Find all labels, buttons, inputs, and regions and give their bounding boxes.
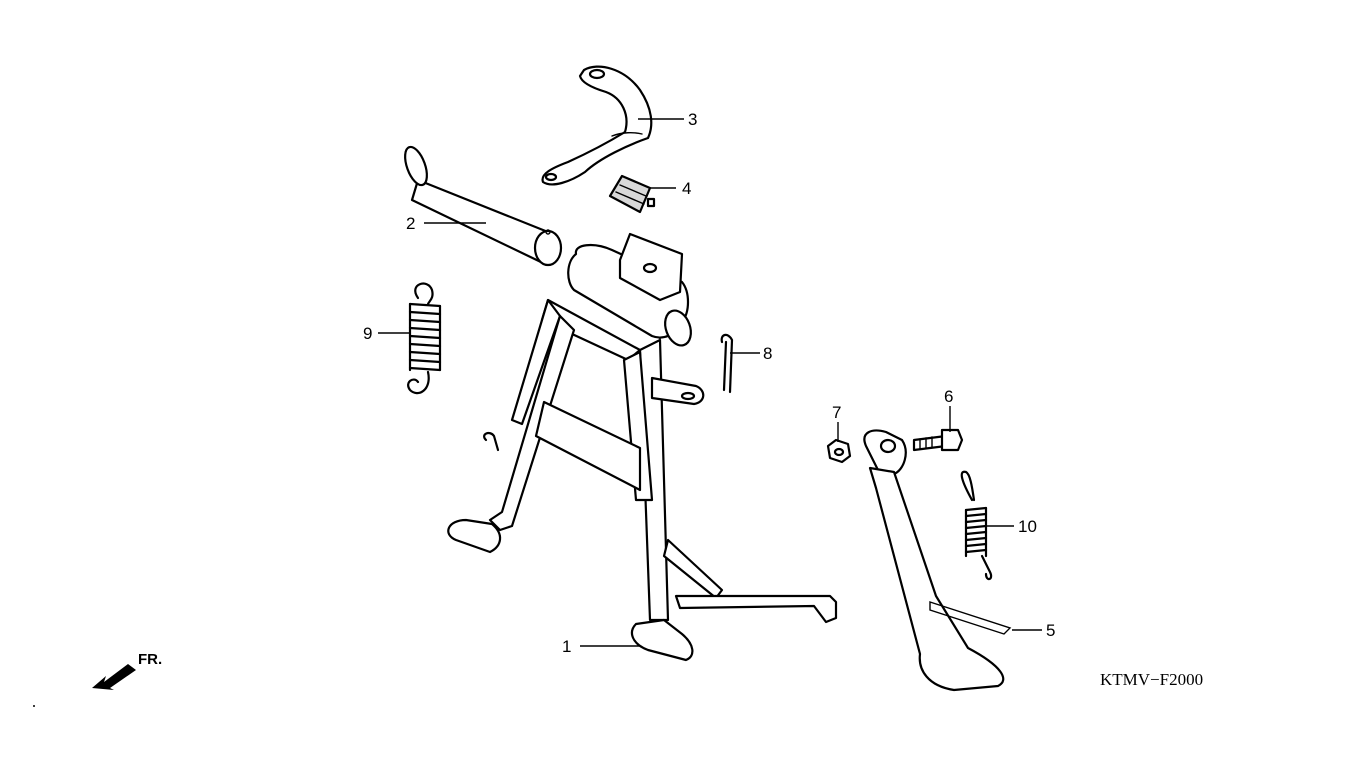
part-4-rubber-stopper [608, 174, 656, 214]
part-7-nut [826, 438, 852, 464]
part-9-spring [407, 282, 442, 395]
callout-5: 5 [1046, 621, 1055, 640]
part-2-pivot-shaft [404, 145, 563, 267]
callout-4: 4 [682, 179, 691, 198]
part-6-bolt [912, 428, 964, 452]
part-10-spring [960, 470, 993, 581]
callout-2: 2 [406, 214, 415, 233]
front-direction-label: FR. [138, 651, 162, 668]
part-3-stopper-plate [541, 65, 653, 186]
callout-3: 3 [688, 110, 697, 129]
part-1-main-stand [447, 232, 838, 662]
stray-dot [33, 705, 35, 707]
drawing-code: KTMV−F2000 [1100, 670, 1203, 689]
part-5-side-stand [863, 429, 1012, 692]
leader-lines [378, 118, 1042, 647]
part-8-cotter-pin [720, 333, 734, 394]
front-direction-arrow: FR. [92, 651, 162, 690]
callout-8: 8 [763, 344, 772, 363]
callout-1: 1 [562, 637, 571, 656]
callout-7: 7 [832, 403, 841, 422]
callout-6: 6 [944, 387, 953, 406]
callout-9: 9 [363, 324, 372, 343]
callout-10: 10 [1018, 517, 1037, 536]
